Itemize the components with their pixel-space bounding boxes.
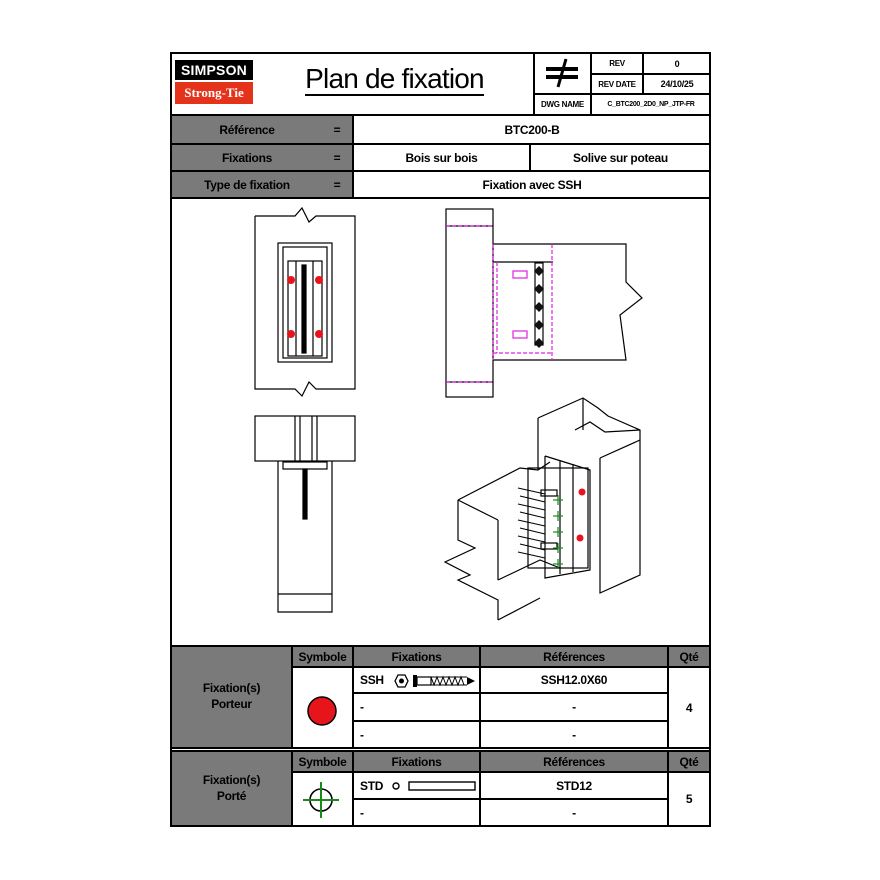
crosshair-symbol-icon — [301, 780, 341, 820]
porte-label-2: Porté — [216, 789, 247, 803]
dowel-markers — [534, 266, 544, 348]
porte-col-fixations: Fixations — [391, 754, 442, 769]
porteur-label-2: Porteur — [211, 697, 252, 711]
dwg-name-label: DWG NAME — [541, 100, 584, 109]
porte-header-row — [293, 752, 709, 771]
porteur-label-1: Fixation(s) — [202, 681, 261, 695]
porte-row-1-fixation: STD — [360, 778, 384, 793]
simpson-logo: SIMPSON — [175, 60, 253, 80]
porteur-qte: 4 — [685, 700, 693, 715]
rev-value: 0 — [674, 58, 680, 69]
porteur-row-1-reference: SSH12.0X60 — [540, 673, 608, 687]
top-view — [254, 415, 356, 613]
porteur-row-3-reference: - — [572, 727, 576, 742]
porte-row-2-reference: - — [572, 805, 576, 820]
porteur-row-2-fixation: - — [360, 700, 364, 714]
porteur-col-fixations: Fixations — [391, 649, 442, 664]
not-equal-icon — [536, 55, 588, 91]
isometric-view — [443, 397, 641, 621]
reference-label: Référence — [219, 122, 275, 137]
porteur-row-2-reference: - — [572, 700, 576, 714]
porteur-col-symbole: Symbole — [298, 649, 347, 664]
screw-icon — [393, 672, 477, 690]
side-view — [445, 208, 643, 398]
rev-label: REV — [609, 59, 625, 68]
page-title-text: Plan de fixation — [305, 63, 485, 96]
reference-value: BTC200-B — [504, 122, 560, 137]
type-value: Fixation avec SSH — [482, 177, 582, 192]
equals-sign: = — [333, 122, 341, 137]
equals-sign: = — [333, 177, 341, 192]
porte-label-1: Fixation(s) — [202, 773, 261, 787]
rev-date-value: 24/10/25 — [660, 79, 694, 89]
porteur-row-3-fixation: - — [360, 727, 364, 742]
fixations-label: Fixations — [222, 150, 272, 165]
equals-sign: = — [333, 150, 341, 165]
dwg-name-value: C_BTC200_2D0_NP_JTP-FR — [607, 101, 695, 108]
page-title: Plan de fixation — [262, 60, 527, 100]
porte-col-symbole: Symbole — [298, 754, 347, 769]
fixations-value-1: Bois sur bois — [405, 150, 478, 165]
info-label-column — [172, 116, 352, 198]
type-label: Type de fixation — [204, 177, 290, 192]
porteur-col-references: Références — [543, 649, 605, 664]
porteur-group-cell — [172, 647, 291, 747]
porte-col-references: Références — [543, 754, 605, 769]
porteur-row-1-fixation: SSH — [360, 673, 384, 687]
technical-drawing — [254, 206, 643, 621]
porte-qte: 5 — [685, 792, 693, 806]
fixations-value-2: Solive sur poteau — [573, 150, 668, 165]
porteur-header-row — [293, 647, 709, 666]
porteur-fastener-markers — [287, 276, 586, 542]
porte-group-cell — [172, 752, 291, 825]
red-dot-symbol-icon — [305, 694, 339, 728]
porte-fastener-markers — [553, 495, 563, 569]
rev-date-label: REV DATE — [598, 79, 636, 89]
dowel-icon — [389, 778, 477, 794]
drawing-sheet — [170, 52, 711, 827]
front-view — [254, 206, 356, 398]
strong-tie-logo: Strong-Tie — [175, 82, 253, 104]
porte-row-1-reference: STD12 — [556, 778, 592, 793]
porteur-col-qte: Qté — [679, 649, 699, 664]
porte-col-qte: Qté — [679, 754, 699, 769]
porte-row-2-fixation: - — [360, 805, 364, 820]
